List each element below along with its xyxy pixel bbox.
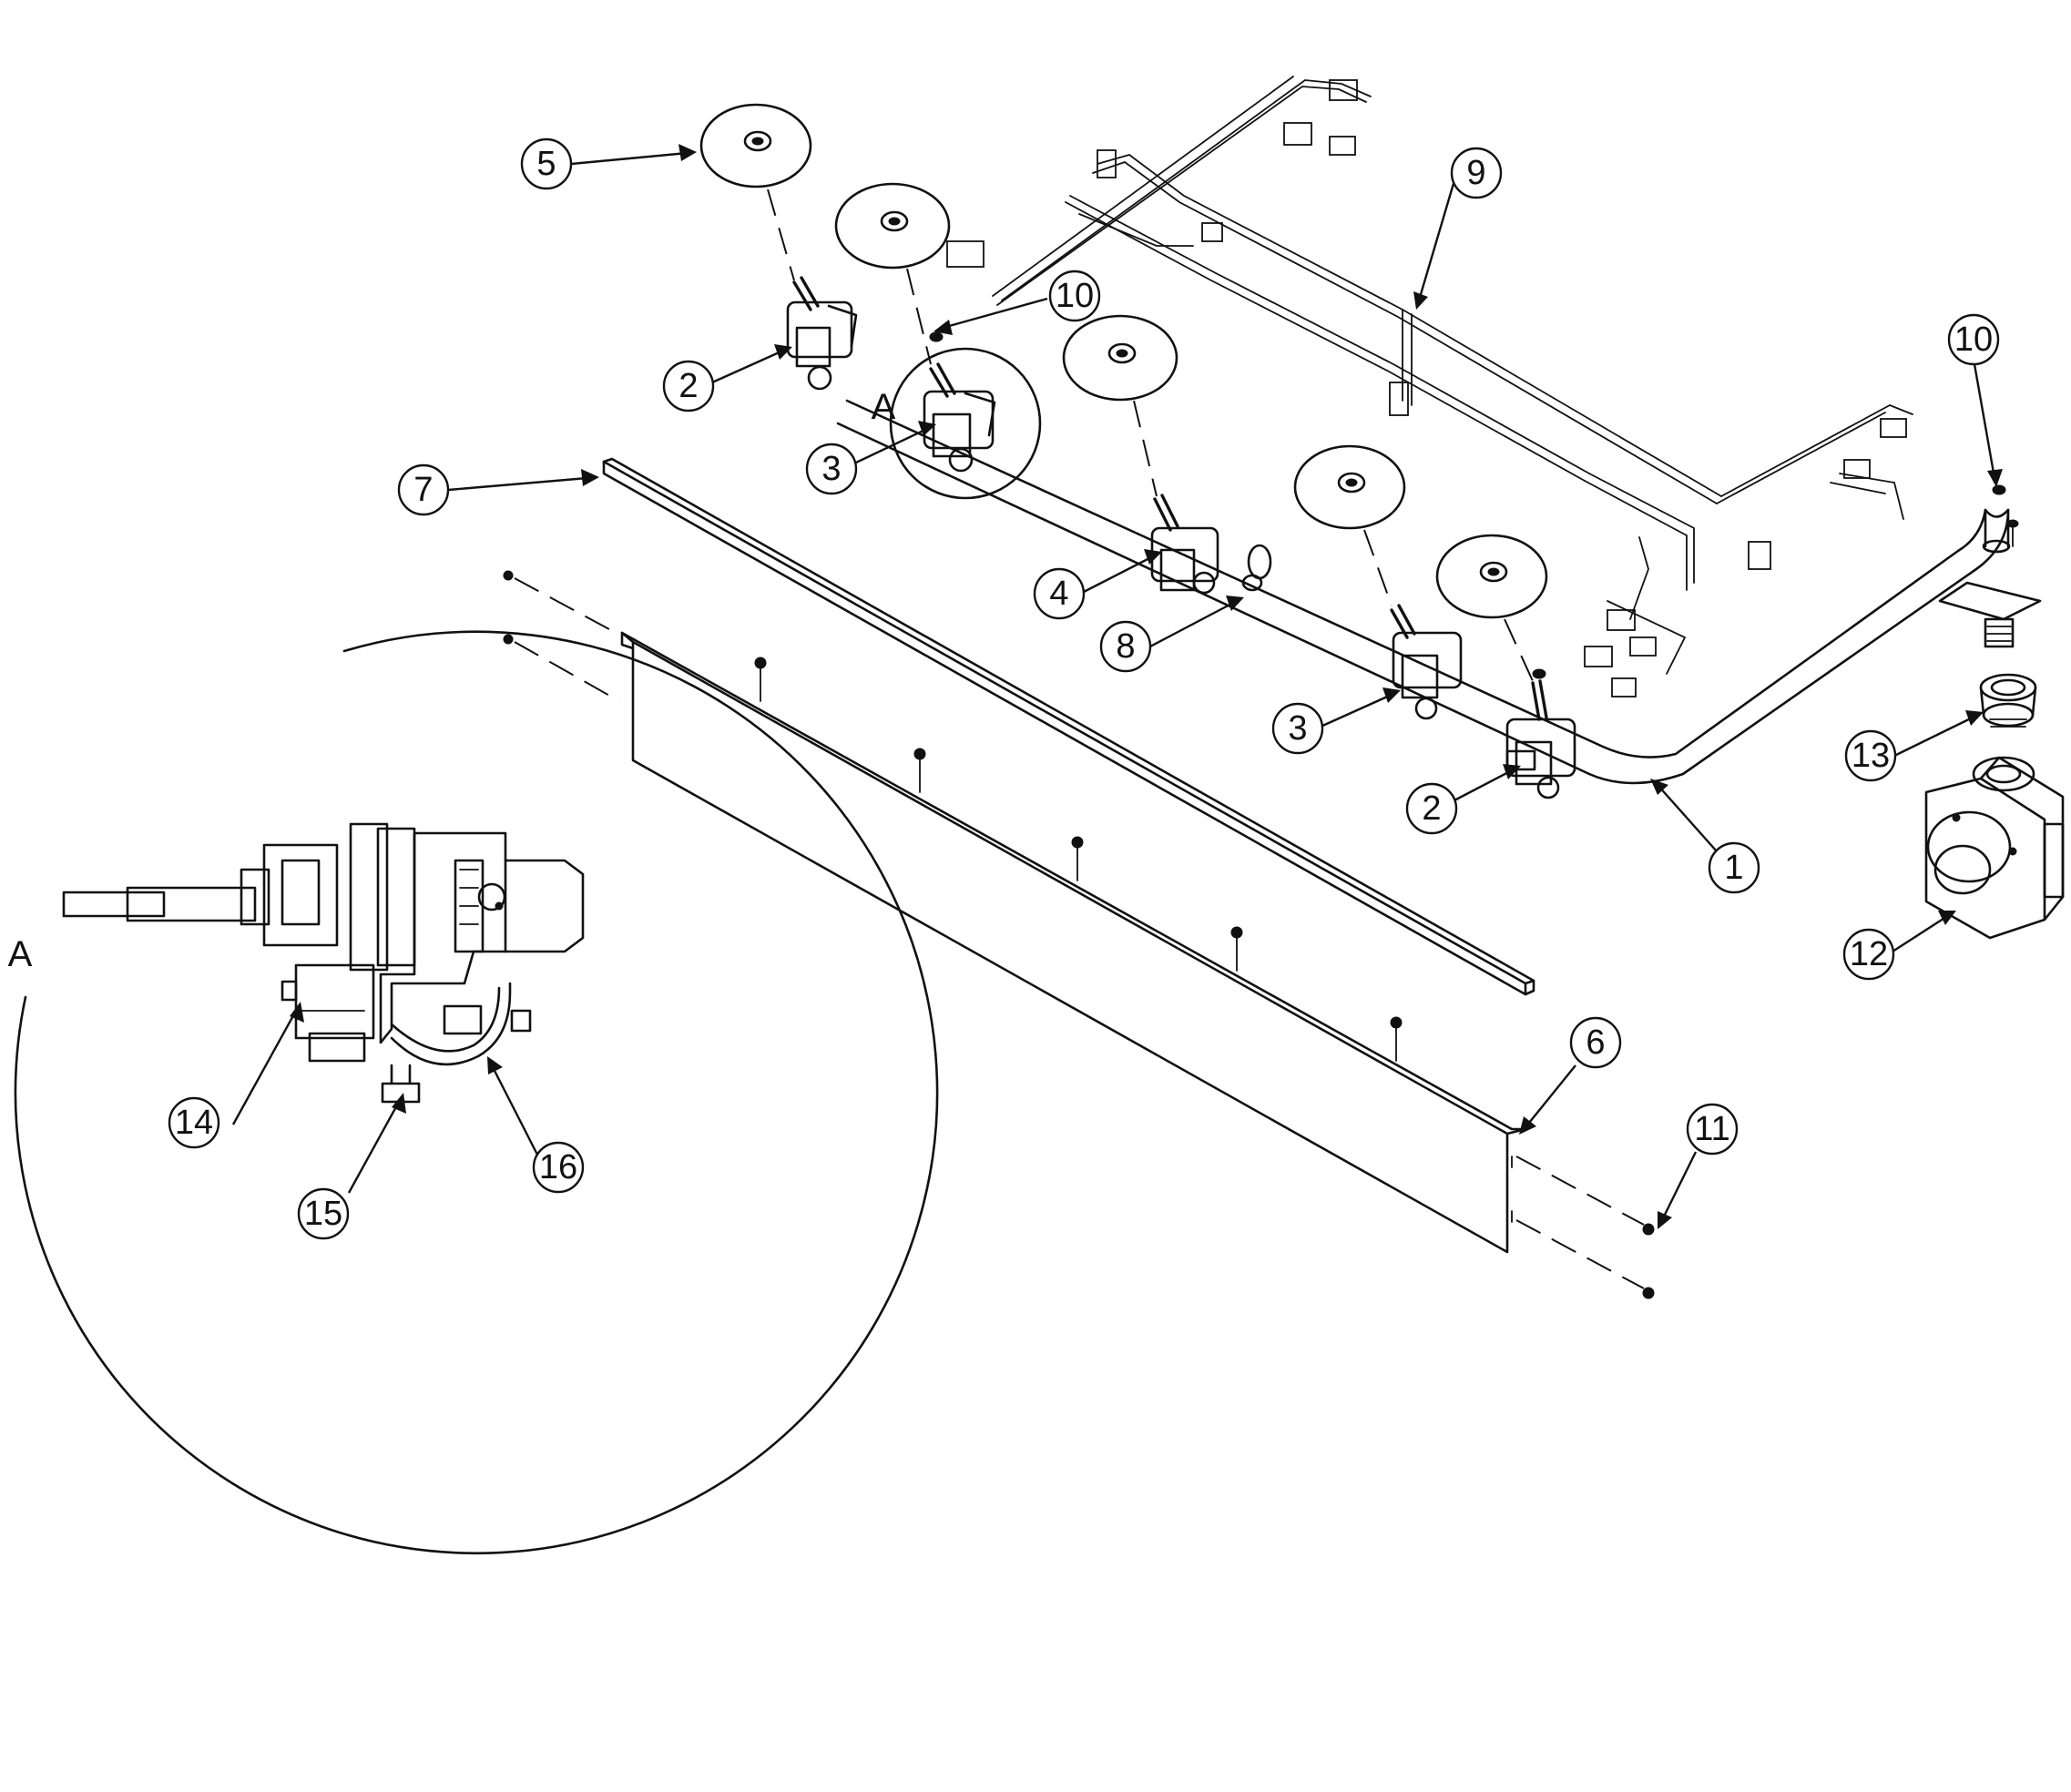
callout-8: 8: [1099, 620, 1152, 673]
valve-3-left: [923, 362, 996, 473]
callout-2a: 2: [662, 360, 715, 412]
gas-manifold-pipe: [836, 399, 2042, 785]
leader-lines: [231, 144, 2003, 1229]
valve-3-right: [1390, 604, 1463, 720]
callout-10a-label: 10: [1056, 277, 1094, 315]
callout-15: 15: [297, 1187, 350, 1240]
callout-3a: 3: [805, 443, 858, 495]
valve-2-left: [786, 276, 858, 391]
screws: [929, 331, 2019, 679]
callout-14-label: 14: [175, 1104, 213, 1142]
callout-3b-label: 3: [1288, 709, 1307, 748]
callout-8-label: 8: [1116, 627, 1135, 666]
callout-3a-label: 3: [821, 450, 841, 488]
callout-7-label: 7: [413, 471, 433, 509]
callout-13-label: 13: [1852, 737, 1890, 775]
callout-2a-label: 2: [678, 367, 698, 405]
callout-7: 7: [397, 463, 450, 516]
callout-14: 14: [168, 1096, 220, 1149]
callout-6-label: 6: [1586, 1023, 1605, 1062]
manifold-panel: [503, 570, 1655, 1299]
detail-a-view-label: A: [8, 934, 33, 974]
wire-harness: [946, 76, 1913, 697]
valve-2-right: [1505, 679, 1576, 799]
callout-5: 5: [520, 137, 573, 190]
callout-10b-label: 10: [1954, 321, 1993, 359]
detail-view-a: [14, 630, 939, 1555]
knob-discs: [699, 103, 1548, 682]
callout-1-label: 1: [1724, 849, 1743, 887]
callout-5-label: 5: [536, 145, 556, 183]
adapter-fitting: [1979, 673, 2037, 728]
callout-9: 9: [1450, 147, 1503, 199]
callout-3b: 3: [1271, 702, 1324, 755]
pressure-regulator: [1924, 756, 2065, 940]
callout-10a: 10: [1048, 270, 1101, 322]
callout-16-label: 16: [539, 1148, 577, 1186]
callout-10b: 10: [1947, 313, 2000, 366]
callout-12-label: 12: [1850, 935, 1888, 973]
callout-16: 16: [532, 1141, 585, 1194]
callout-11-label: 11: [1694, 1110, 1729, 1148]
callout-11: 11: [1686, 1103, 1739, 1156]
callout-1: 1: [1708, 841, 1760, 894]
callout-4: 4: [1033, 567, 1086, 620]
detail-a-indicator: [889, 347, 1042, 500]
callout-4-label: 4: [1049, 575, 1068, 613]
callout-15-label: 15: [304, 1195, 342, 1233]
detail-a-marker-label: A: [872, 387, 896, 427]
callout-2b-label: 2: [1422, 789, 1441, 828]
callout-9-label: 9: [1466, 154, 1485, 192]
callout-2b: 2: [1405, 782, 1458, 835]
callout-12: 12: [1842, 928, 1895, 981]
trim-strip: [602, 457, 1535, 996]
callout-6: 6: [1569, 1016, 1622, 1069]
callout-13: 13: [1844, 729, 1897, 782]
